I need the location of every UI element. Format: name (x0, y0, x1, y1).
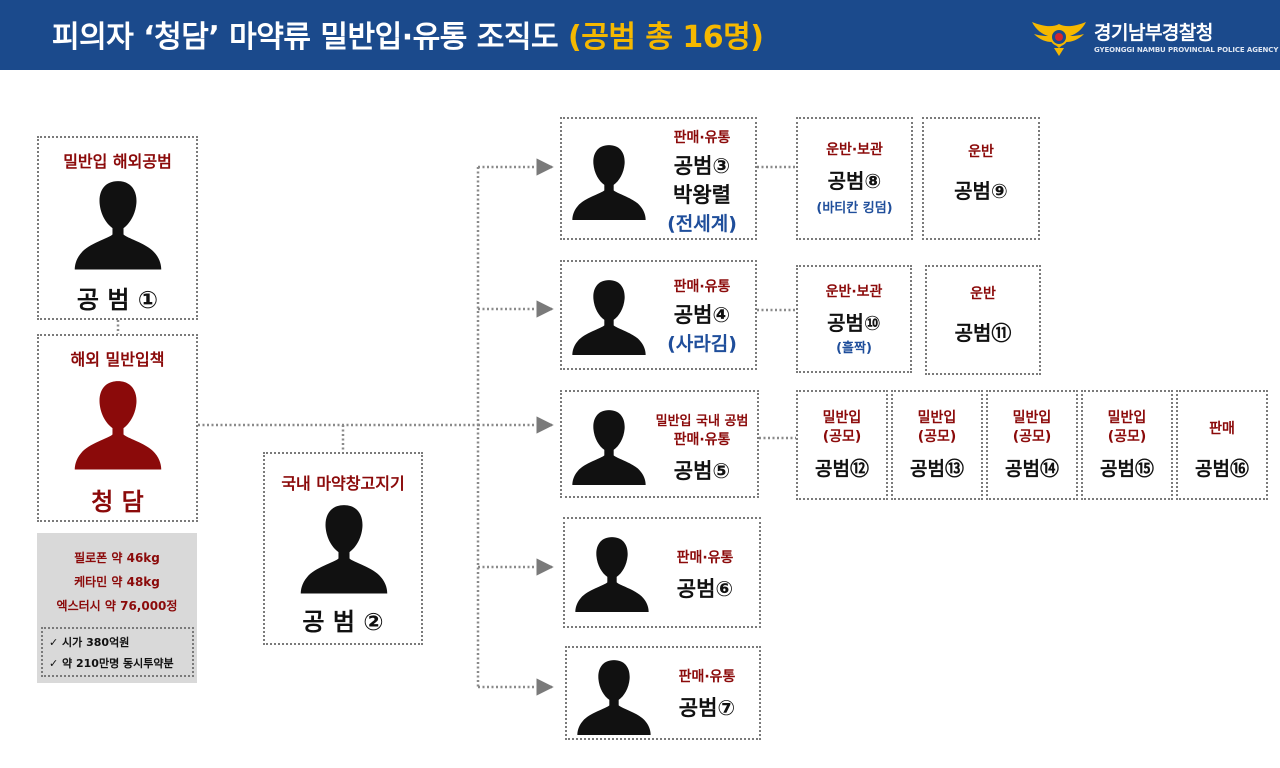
node-name: 공범⑧ (827, 169, 882, 193)
node-role: 해외 밀반입책 (70, 350, 165, 369)
node-role: 운반 (970, 286, 996, 302)
stat-item: 필로폰 약 46kg (74, 551, 160, 565)
person-silhouette-icon (572, 145, 646, 220)
stat-item: 케타민 약 48kg (74, 575, 160, 589)
person-silhouette-icon (74, 381, 162, 470)
node-role: 판매·유통 (676, 550, 734, 566)
node-accomplice-10: 운반·보관 공범⑩ (흘짝) (796, 265, 912, 373)
node-accomplice-16: 판매 공범⑯ (1176, 390, 1268, 500)
node-name: 공범⑤ (673, 459, 731, 483)
node-role: 판매·유통 (678, 669, 736, 685)
node-role: 밀반입 (1107, 410, 1147, 426)
node-name: 공범③ (673, 154, 731, 178)
agency-name-en: GYEONGGI NAMBU PROVINCIAL POLICE AGENCY (1094, 46, 1279, 54)
node-role-2: 판매·유통 (673, 432, 731, 448)
node-role: 운반·보관 (826, 142, 883, 158)
node-name: 공범⑬ (910, 458, 964, 480)
person-silhouette-icon (300, 505, 388, 594)
node-alias: (전세계) (667, 213, 737, 235)
node-role: 판매·유통 (673, 279, 731, 295)
node-role-2: (공모) (917, 429, 957, 445)
node-accomplice-14: 밀반입 (공모) 공범⑭ (986, 390, 1078, 500)
node-role-2: (공모) (822, 429, 862, 445)
node-name: 청 담 (91, 488, 144, 516)
node-role: 밀반입 해외공범 (63, 152, 172, 171)
node-role: 판매 (1209, 421, 1235, 437)
node-role: 운반·보관 (825, 284, 883, 300)
stat-item: 엑스터시 약 76,000정 (56, 599, 178, 613)
page-title: 피의자 ‘청담’ 마약류 밀반입·유통 조직도 (공범 총 16명) (52, 12, 764, 56)
node-accomplice-9: 운반 공범⑨ (922, 117, 1040, 240)
node-name: 공범⑭ (1005, 458, 1059, 480)
node-accomplice-6: 판매·유통 공범⑥ (563, 517, 761, 628)
node-name: 공범⑦ (678, 696, 736, 720)
agency-name: 경기남부경찰청 (1094, 22, 1213, 44)
seizure-notes: ✓ 시가 380억원 ✓ 약 210만명 동시투약분 (41, 627, 194, 677)
node-role: 밀반입 (822, 410, 862, 426)
title-main: 피의자 ‘청담’ 마약류 밀반입·유통 조직도 (52, 20, 559, 55)
header-bar: 피의자 ‘청담’ 마약류 밀반입·유통 조직도 (공범 총 16명) 경기남부경… (0, 0, 1280, 70)
node-name: 공범⑨ (954, 179, 1008, 203)
node-name: 공범④ (673, 303, 731, 327)
node-name: 공범⑯ (1195, 458, 1249, 480)
node-accomplice-1: 밀반입 해외공범 공 범 ① (37, 136, 198, 320)
node-role-2: (공모) (1107, 429, 1147, 445)
node-accomplice-13: 밀반입 (공모) 공범⑬ (891, 390, 983, 500)
node-name: 공범⑩ (827, 311, 881, 335)
node-role: 밀반입 (1012, 410, 1052, 426)
node-role: 국내 마약창고지기 (281, 474, 405, 493)
node-name: 공 범 ① (76, 286, 159, 314)
node-name: 공범⑪ (954, 321, 1012, 345)
person-silhouette-icon (572, 280, 646, 355)
node-role: 판매·유통 (673, 130, 731, 146)
node-accomplice-3: 판매·유통 공범③ 박왕렬 (전세계) (560, 117, 757, 240)
node-name: 공범⑫ (815, 458, 869, 480)
node-name: 공 범 ② (302, 608, 384, 636)
node-alias: (바티칸 킹덤) (816, 201, 893, 216)
node-accomplice-8: 운반·보관 공범⑧ (바티칸 킹덤) (796, 117, 913, 240)
node-accomplice-15: 밀반입 (공모) 공범⑮ (1081, 390, 1173, 500)
node-role: 운반 (968, 144, 994, 160)
person-silhouette-icon (74, 181, 162, 270)
node-accomplice-12: 밀반입 (공모) 공범⑫ (796, 390, 888, 500)
node-leader-cheongdam: 해외 밀반입책 청 담 (37, 334, 198, 522)
node-accomplice-7: 판매·유통 공범⑦ (565, 646, 761, 740)
node-alias: (흘짝) (836, 341, 872, 356)
seizure-stats-panel: 필로폰 약 46kg 케타민 약 48kg 엑스터시 약 76,000정 (37, 533, 197, 683)
node-accomplice-5: 밀반입 국내 공범 판매·유통 공범⑤ (560, 390, 759, 498)
node-role: 밀반입 (917, 410, 957, 426)
node-accomplice-11: 운반 공범⑪ (925, 265, 1041, 375)
person-silhouette-icon (575, 537, 649, 612)
node-name: 공범⑥ (676, 577, 734, 601)
node-alias: (사라김) (667, 333, 737, 355)
note-item: ✓ 약 210만명 동시투약분 (49, 657, 174, 670)
person-silhouette-icon (572, 410, 646, 485)
node-real-name: 박왕렬 (673, 183, 731, 207)
note-item: ✓ 시가 380억원 (49, 636, 130, 649)
police-emblem-icon (1032, 22, 1086, 56)
node-role: 밀반입 국내 공범 (655, 414, 749, 429)
title-highlight: (공범 총 16명) (568, 20, 764, 55)
node-accomplice-2: 국내 마약창고지기 공 범 ② (263, 452, 423, 645)
node-role-2: (공모) (1012, 429, 1052, 445)
person-silhouette-icon (577, 660, 651, 735)
node-accomplice-4: 판매·유통 공범④ (사라김) (560, 260, 757, 370)
node-name: 공범⑮ (1100, 458, 1154, 480)
